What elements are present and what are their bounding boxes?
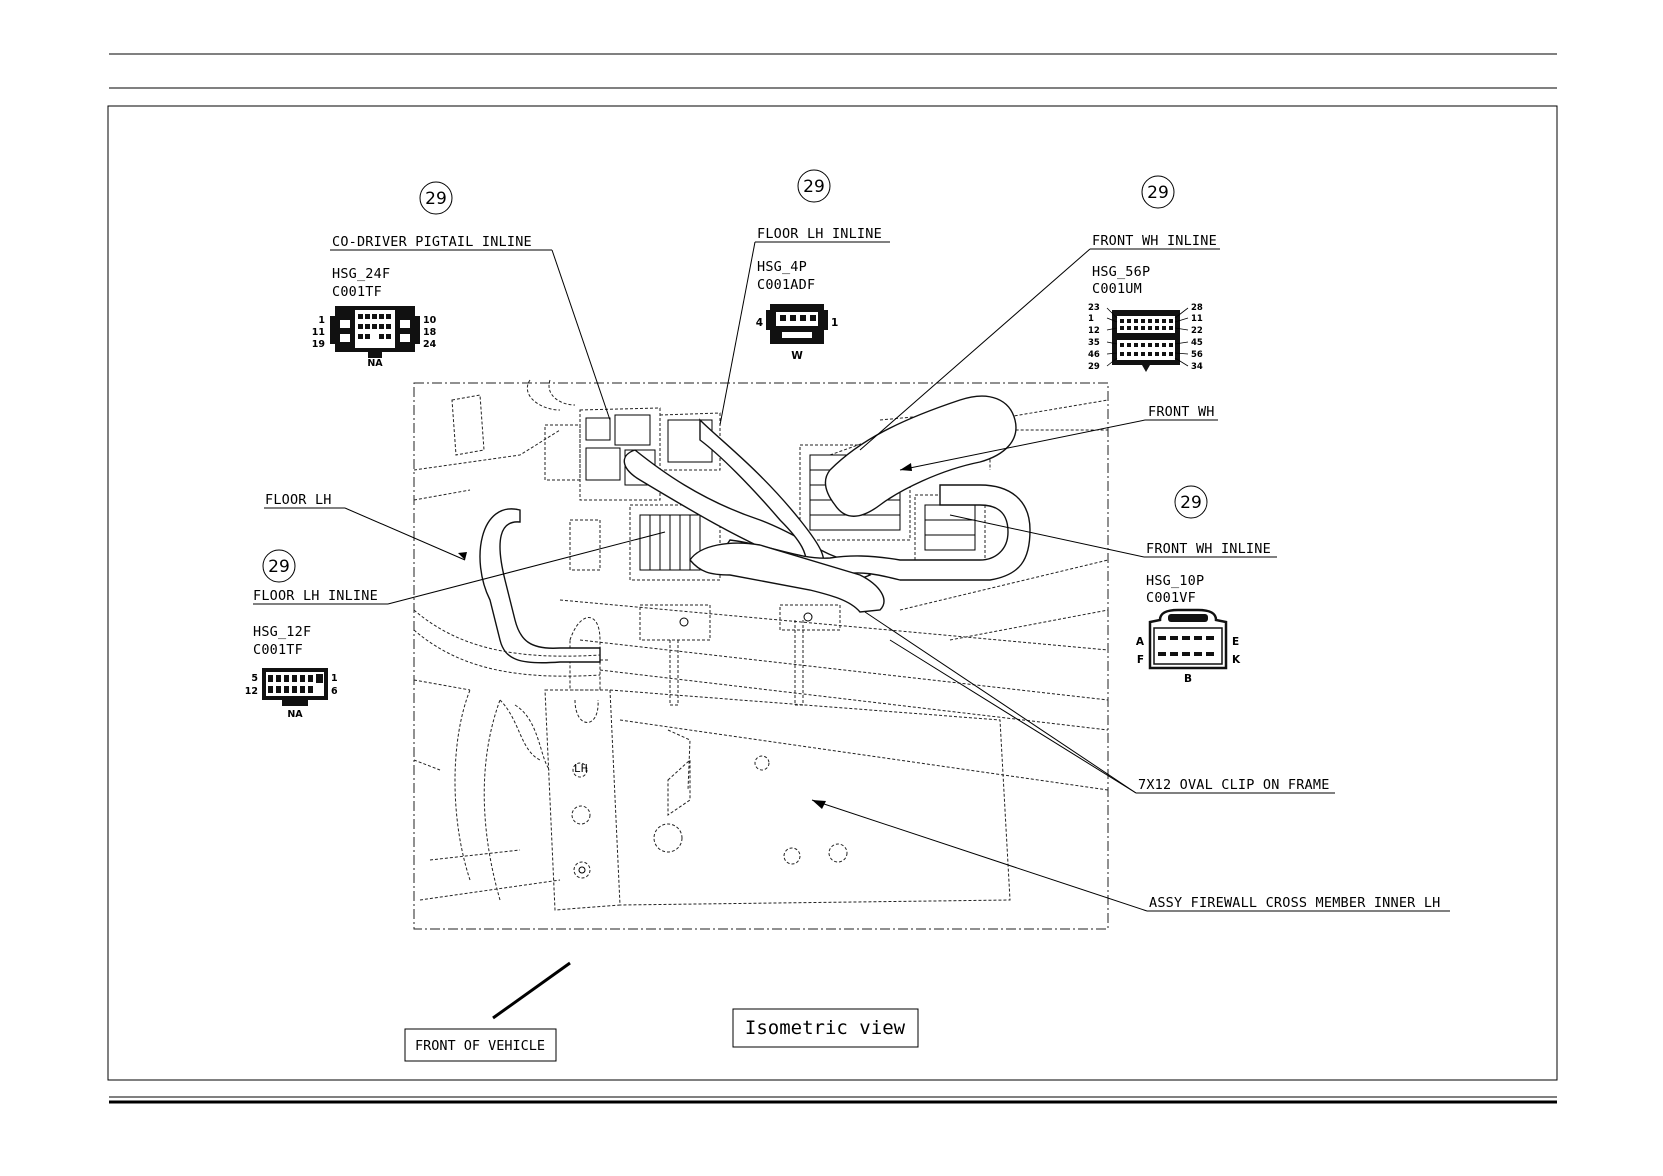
pin-label: 5 (251, 673, 258, 684)
reference-badge: 29 (1141, 175, 1175, 209)
connector-housing-label: HSG_56P (1092, 264, 1150, 280)
connector-code-label: C001TF (332, 284, 382, 300)
connector-hsg-24f: HSG_24F C001TF 1 11 19 10 18 24 NA (312, 266, 437, 369)
reference-badge: 29 (797, 169, 831, 203)
pin-label: 12 (1088, 326, 1100, 336)
pin-label: 11 (312, 327, 325, 338)
pin-label: 45 (1191, 338, 1203, 348)
front-of-vehicle-label: FRONT OF VEHICLE (415, 1038, 545, 1054)
callout-floor-lh: FLOOR LH (265, 492, 332, 508)
svg-text:29: 29 (803, 177, 825, 197)
pin-label: 28 (1191, 303, 1203, 313)
pin-label: 34 (1191, 362, 1203, 372)
connector-housing-label: HSG_24F (332, 266, 390, 282)
callout-co-driver-pigtail-inline: CO-DRIVER PIGTAIL INLINE (332, 234, 532, 250)
pin-label: A (1136, 636, 1145, 648)
leader-lines (253, 241, 1450, 912)
frame-structure (413, 394, 1109, 901)
callout-floor-lh-inline-left: FLOOR LH INLINE (253, 588, 378, 604)
firewall-cross-member (544, 689, 1011, 911)
connector-housing-label: HSG_10P (1146, 573, 1204, 589)
pin-label: K (1232, 654, 1241, 666)
callout-oval-clip: 7X12 OVAL CLIP ON FRAME (1138, 777, 1330, 793)
connector-code-label: C001UM (1092, 281, 1142, 297)
connector-code-label: C001VF (1146, 590, 1196, 606)
lh-mark: LH (574, 762, 588, 775)
isometric-view-box (732, 1008, 919, 1048)
callout-firewall-cross-member: ASSY FIREWALL CROSS MEMBER INNER LH (1149, 895, 1440, 911)
pin-label: W (791, 350, 803, 362)
connector-hsg-10p: HSG_10P C001VF A F E K B (1136, 573, 1241, 685)
pin-label: 46 (1088, 350, 1100, 360)
mounting-studs (639, 604, 841, 706)
pin-label: 1 (831, 317, 838, 329)
floor-lh-harness (413, 508, 601, 771)
connector-code-label: C001TF (253, 642, 303, 658)
pin-label: E (1232, 636, 1239, 648)
pin-label: 22 (1191, 326, 1203, 336)
connector-cluster (527, 379, 991, 581)
pin-label: 1 (318, 315, 325, 326)
pin-label: NA (287, 709, 303, 720)
front-of-vehicle-arrow (492, 961, 571, 1020)
pin-label: 11 (1191, 314, 1203, 324)
connector-housing-label: HSG_4P (757, 259, 807, 275)
svg-text:29: 29 (1180, 493, 1202, 513)
front-of-vehicle-box (404, 1028, 557, 1062)
main-harness-bundles (623, 395, 1031, 613)
pin-label: 19 (312, 339, 325, 350)
reference-badge: 29 (419, 181, 453, 215)
pin-label: 1 (1088, 314, 1094, 324)
drawing-frame (107, 105, 1558, 1081)
callout-front-wh-inline-top: FRONT WH INLINE (1092, 233, 1217, 249)
pin-label: 12 (245, 686, 258, 697)
pin-label: 1 (331, 673, 338, 684)
pin-label: 18 (423, 327, 437, 338)
svg-text:29: 29 (425, 189, 447, 209)
svg-text:29: 29 (1147, 183, 1169, 203)
pin-label: 56 (1191, 350, 1203, 360)
pin-label: 24 (423, 339, 437, 350)
reference-badge: 29 (1174, 485, 1208, 519)
pin-label: 6 (331, 686, 338, 697)
svg-text:29: 29 (268, 557, 290, 577)
pin-label: 23 (1088, 303, 1100, 313)
callout-front-wh-inline-right: FRONT WH INLINE (1146, 541, 1271, 557)
connector-hsg-56p: HSG_56P C001UM 23 1 12 35 46 29 28 11 22… (1088, 264, 1203, 372)
pin-label: 4 (756, 317, 763, 329)
reference-badge: 29 (262, 549, 296, 583)
pin-label: 10 (423, 315, 437, 326)
pin-label: 29 (1088, 362, 1100, 372)
pin-label: NA (367, 358, 383, 369)
pin-label: 35 (1088, 338, 1100, 348)
pin-label: B (1184, 673, 1192, 685)
connector-hsg-4p: HSG_4P C001ADF 4 1 W (756, 259, 839, 362)
isometric-view-label: Isometric view (745, 1017, 906, 1039)
callout-floor-lh-inline-top: FLOOR LH INLINE (757, 226, 882, 242)
callout-front-wh: FRONT WH (1148, 404, 1215, 420)
connector-hsg-12f: HSG_12F C001TF 5 12 1 6 NA (245, 624, 338, 720)
isometric-view (413, 379, 1109, 930)
pin-label: F (1137, 654, 1144, 666)
connector-housing-label: HSG_12F (253, 624, 311, 640)
connector-code-label: C001ADF (757, 277, 815, 293)
